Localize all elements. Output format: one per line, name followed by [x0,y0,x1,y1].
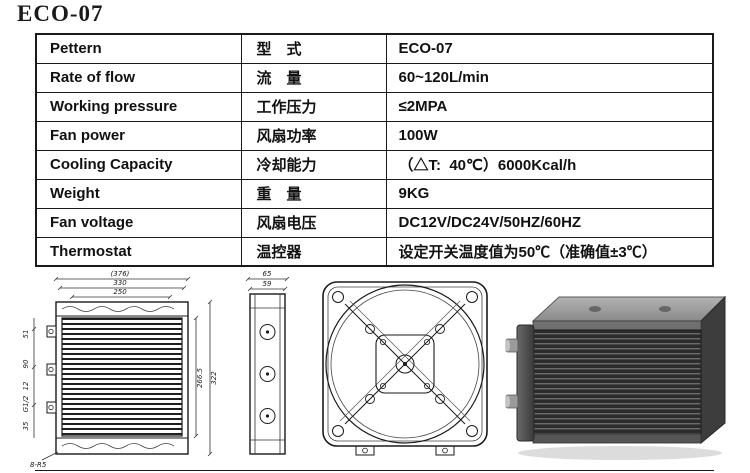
spec-label-en: Fan voltage [35,207,242,238]
spec-label-cn: 冷却能力 [240,149,387,180]
table-row: Rate of flow 流 量 60~120L/min [35,62,714,93]
bottom-rule [35,470,714,471]
spec-value: 9KG [385,178,714,209]
dim-35: 35 [22,421,30,430]
spec-label-cn: 流 量 [240,62,387,93]
spec-label-cn: 工作压力 [240,91,387,122]
corner-radius-label: 8-R5 [30,461,47,469]
table-row: Cooling Capacity 冷却能力 （△T: 40℃）6000Kcal/… [35,149,714,180]
dim-width-330: 330 [113,279,127,287]
spec-value: ECO-07 [385,33,714,64]
spec-label-cn: 型 式 [240,33,387,64]
table-row: Thermostat 温控器 设定开关温度值为50℃（准确值±3℃） [35,236,714,267]
spec-table: Pettern 型 式 ECO-07 Rate of flow 流 量 60~1… [35,33,714,267]
dim-height-inner: 266.5 [196,367,204,388]
spec-value: 60~120L/min [385,62,714,93]
table-row: Pettern 型 式 ECO-07 [35,33,714,64]
table-row: Fan voltage 风扇电压 DC12V/DC24V/50HZ/60HZ [35,207,714,238]
spec-label-en: Fan power [35,120,242,151]
table-row: Fan power 风扇功率 100W [35,120,714,151]
dim-width-250: 250 [113,288,127,296]
spec-label-cn: 温控器 [240,236,387,267]
front-view-drawing: (376) 330 250 51 90 [22,270,218,469]
thread-label: G1/2 [22,395,30,412]
table-row: Working pressure 工作压力 ≤2MPA [35,91,714,122]
dim-90: 90 [22,359,30,368]
spec-value: 100W [385,120,714,151]
spec-label-en: Thermostat [35,236,242,267]
spec-value: ≤2MPA [385,91,714,122]
spec-label-en: Pettern [35,33,242,64]
spec-label-cn: 重 量 [240,178,387,209]
product-photo [505,295,727,460]
spec-value: 设定开关温度值为50℃（准确值±3℃） [385,236,714,267]
spec-value: （△T: 40℃）6000Kcal/h [385,149,714,180]
spec-label-cn: 风扇功率 [240,120,387,151]
fan-view-drawing [322,281,488,456]
dim-overall-width: (376) [111,270,130,278]
side-view-drawing: 65 59 [245,270,290,455]
spec-label-en: Cooling Capacity [35,149,242,180]
spec-value: DC12V/DC24V/50HZ/60HZ [385,207,714,238]
dim-51: 51 [22,330,30,339]
spec-label-en: Working pressure [35,91,242,122]
spec-label-cn: 风扇电压 [240,207,387,238]
dim-59: 59 [263,280,272,288]
spec-label-en: Rate of flow [35,62,242,93]
dim-12: 12 [22,381,30,390]
dim-65: 65 [263,270,272,278]
dim-height-outer: 322 [210,371,218,385]
table-row: Weight 重 量 9KG [35,178,714,209]
spec-label-en: Weight [35,178,242,209]
page-title: ECO-07 [17,1,104,26]
